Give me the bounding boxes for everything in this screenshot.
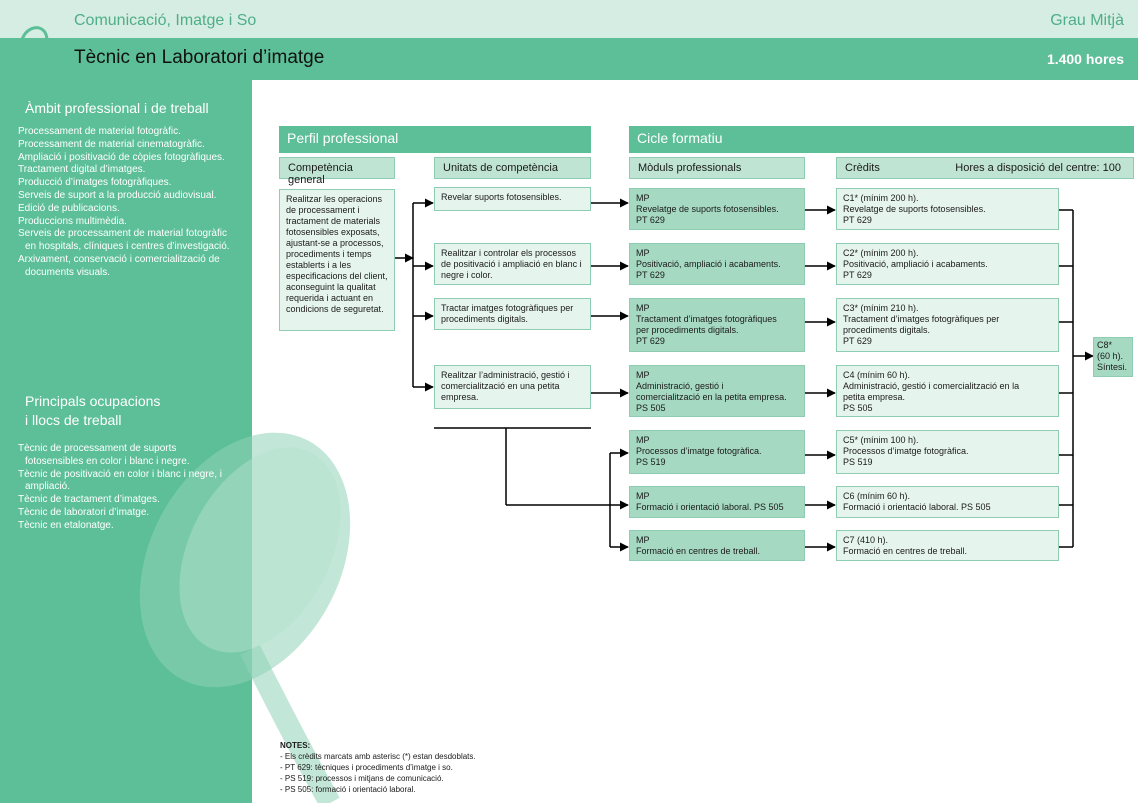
- unit-box-3: Tractar imatges fotogràfiques per proced…: [434, 298, 591, 330]
- modul-box-3: MP Tractament d’imatges fotogràfiques pe…: [629, 298, 805, 352]
- notes: NOTES: - Els crèdits marcats amb asteris…: [280, 740, 476, 795]
- note-item: - PS 519: processos i mitjans de comunic…: [280, 774, 444, 783]
- modul-box-7: MP Formació en centres de treball.: [629, 530, 805, 561]
- list-item: Produccions multimèdia.: [18, 215, 127, 227]
- competencia-general-box: Realitzar les operacions de processament…: [279, 189, 395, 331]
- list-item: Tècnic en etalonatge.: [18, 519, 114, 531]
- professional-family: Comunicació, Imatge i So: [74, 12, 257, 29]
- list-item: Tècnic de laboratori d’imatge.: [18, 506, 150, 518]
- credits-label: Crèdits: [845, 162, 880, 174]
- modul-box-2: MP Positivació, ampliació i acabaments. …: [629, 243, 805, 285]
- modul-box-6: MP Formació i orientació laboral. PS 505: [629, 486, 805, 518]
- list-item: Ampliació i positivació de còpies fotogr…: [18, 151, 225, 163]
- list-item: Serveis de suport a la producció audiovi…: [18, 189, 217, 201]
- modul-box-5: MP Processos d’imatge fotogràfica. PS 51…: [629, 430, 805, 474]
- total-hours: 1.400 hores: [1046, 51, 1124, 67]
- list-item: Arxivament, conservació i comercialitzac…: [18, 253, 220, 278]
- header-top-band: [0, 0, 1138, 38]
- credit-box-1: C1* (mínim 200 h). Revelatge de suports …: [836, 188, 1059, 230]
- note-item: - Els crèdits marcats amb asterisc (*) e…: [280, 752, 476, 761]
- notes-title: NOTES:: [280, 741, 311, 750]
- competencia-header: Competència general: [279, 157, 395, 186]
- modul-box-1: MP Revelatge de suports fotosensibles. P…: [629, 188, 805, 230]
- note-item: - PT 629: tècniques i procediments d’ima…: [280, 763, 453, 772]
- list-item: Tècnic de positivació en color i blanc i…: [18, 468, 222, 493]
- credit-box-7: C7 (410 h). Formació en centres de treba…: [836, 530, 1059, 561]
- hores-centre: Hores a disposició del centre: 100: [955, 162, 1121, 174]
- credit-box-6: C6 (mínim 60 h). Formació i orientació l…: [836, 486, 1059, 518]
- list-item: Serveis de processament de material foto…: [18, 228, 230, 253]
- perfil-bar: Perfil professional: [279, 126, 591, 153]
- satellite-dish-icon: [19, 26, 49, 71]
- unitats-header: Unitats de competència: [434, 157, 591, 179]
- note-item: - PS 505: formació i orientació laboral.: [280, 785, 416, 794]
- satellite-dish-watermark: [139, 432, 351, 803]
- ocupacions-title-line1: Principals ocupacions: [25, 393, 161, 409]
- list-item: Tractament digital d’imatges.: [18, 164, 146, 176]
- credit-box-2: C2* (mínim 200 h). Positivació, ampliaci…: [836, 243, 1059, 285]
- credit-box-4: C4 (mínim 60 h). Administració, gestió i…: [836, 365, 1059, 417]
- credits-header: Crèdits Hores a disposició del centre: 1…: [836, 157, 1134, 179]
- list-item: Producció d’imatges fotogràfiques.: [18, 177, 172, 189]
- list-item: Tècnic de processament de suports fotose…: [18, 443, 190, 467]
- list-item: Tècnic de tractament d’imatges.: [18, 494, 160, 506]
- ocupacions-title-line2: i llocs de treball: [25, 412, 122, 428]
- list-item: Edició de publicacions.: [18, 202, 120, 214]
- cicle-bar: Cicle formatiu: [629, 126, 1134, 153]
- modul-box-4: MP Administració, gestió i comercialitza…: [629, 365, 805, 417]
- unit-box-4: Realitzar l’administració, gestió i come…: [434, 365, 591, 409]
- unit-box-1: Revelar suports fotosensibles.: [434, 187, 591, 211]
- header-title-band: [0, 38, 1138, 80]
- list-item: Processament de material cinematogràfic.: [18, 138, 205, 150]
- grade-level: Grau Mitjà: [1050, 12, 1124, 29]
- credit-box-5: C5* (mínim 100 h). Processos d’imatge fo…: [836, 430, 1059, 474]
- ambit-title: Àmbit professional i de treball: [25, 100, 209, 116]
- credit-box-c8: C8* (60 h). Síntesi.: [1093, 337, 1133, 377]
- list-item: Processament de material fotogràfic.: [18, 126, 181, 137]
- page-title: Tècnic en Laboratori d’imatge: [74, 47, 325, 68]
- ambit-list: Processament de material fotogràfic. Pro…: [18, 126, 233, 280]
- credit-box-3: C3* (mínim 210 h). Tractament d’imatges …: [836, 298, 1059, 352]
- ocupacions-list: Tècnic de processament de suports fotose…: [18, 443, 233, 533]
- unit-box-2: Realitzar i controlar els processos de p…: [434, 243, 591, 285]
- moduls-header: Mòduls professionals: [629, 157, 805, 179]
